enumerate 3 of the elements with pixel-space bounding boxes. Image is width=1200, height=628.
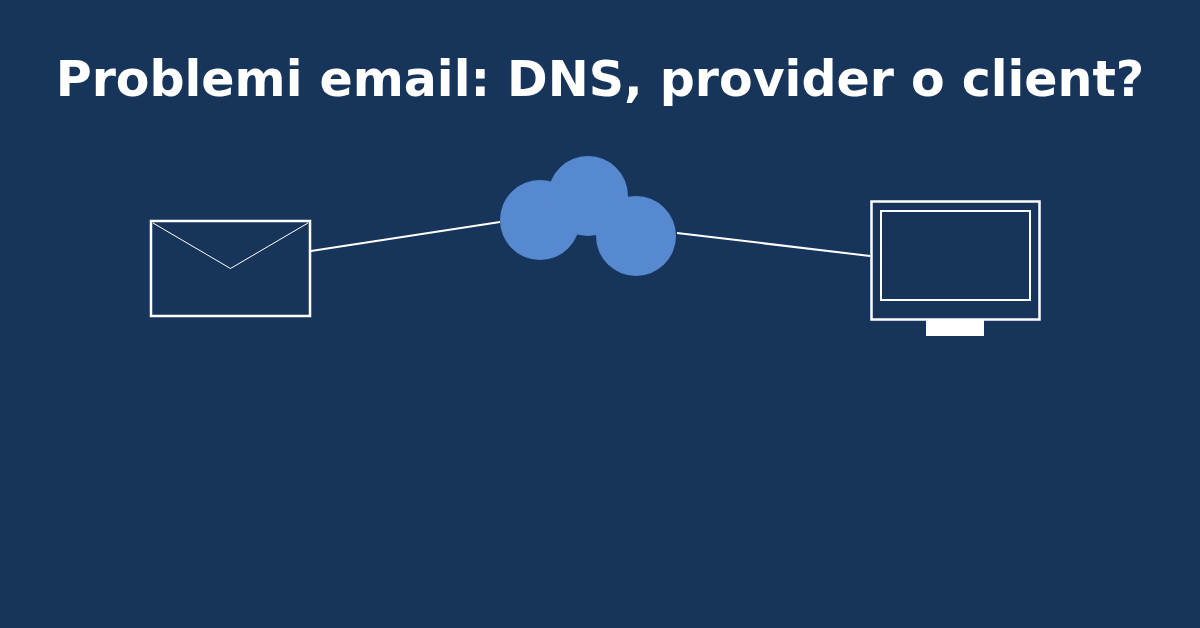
title: Problemi email: DNS, provider o client? [55,51,1145,108]
connector-line [310,221,501,252]
connector-line [676,232,871,257]
